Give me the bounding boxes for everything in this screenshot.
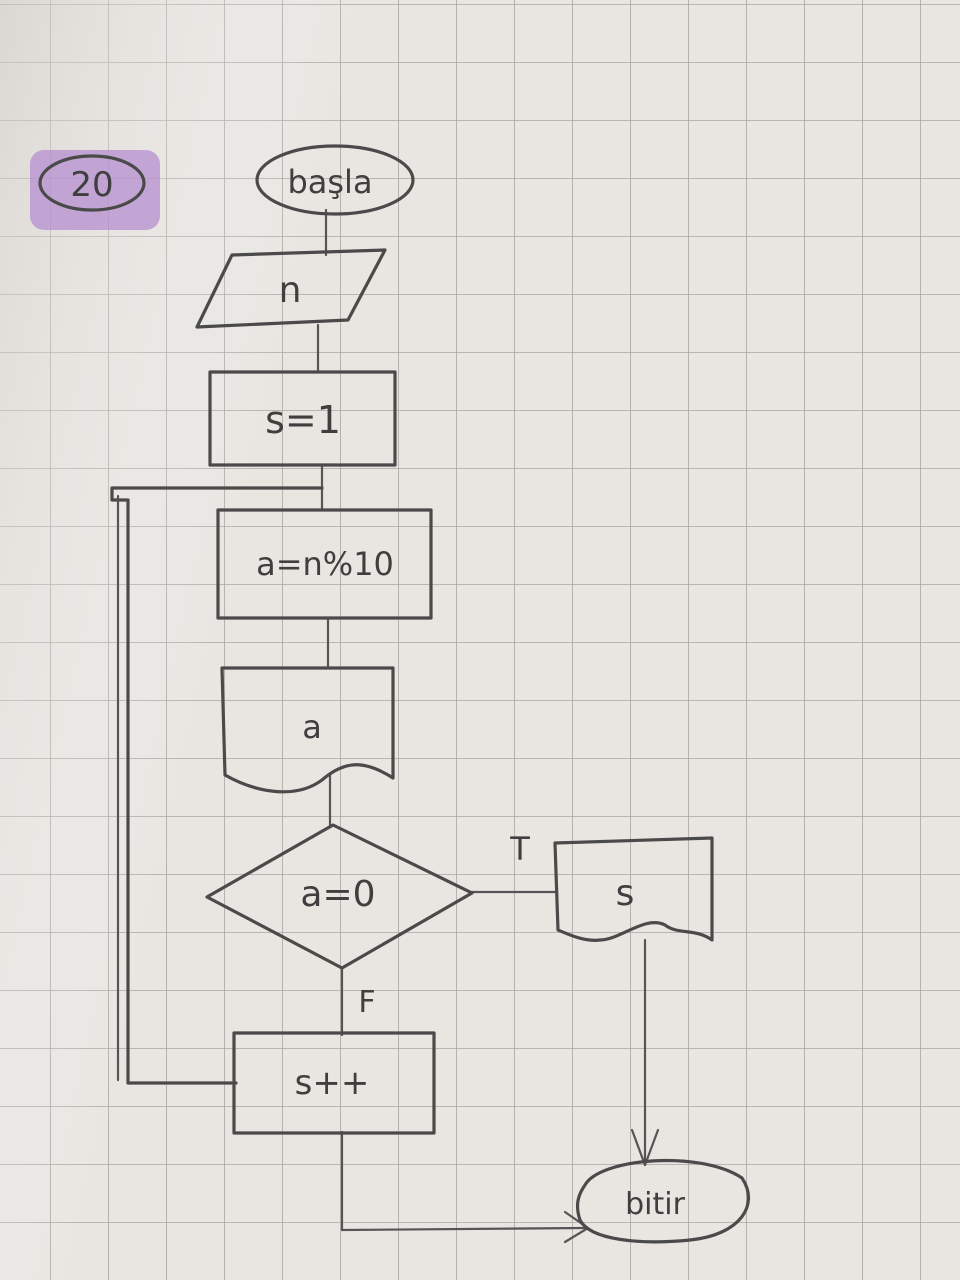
true-branch-label: T	[509, 830, 530, 868]
decision-label: a=0	[300, 874, 375, 915]
increment-label: s++	[295, 1063, 370, 1103]
init-label: s=1	[265, 398, 341, 442]
false-branch-label: F	[358, 985, 375, 1020]
start-node: başla	[255, 144, 415, 216]
loop-back-line	[110, 486, 324, 1085]
start-label: başla	[287, 163, 372, 201]
connector-increment-end	[340, 1130, 587, 1232]
compute-node: a=n%10	[216, 508, 433, 620]
output-a-node: a	[220, 666, 395, 794]
number-circle	[38, 154, 146, 212]
problem-number: 20	[70, 165, 113, 205]
output-s-label: s	[616, 873, 635, 914]
init-node: s=1	[208, 370, 397, 467]
arrowhead-down-icon	[630, 1128, 660, 1167]
end-label: bitir	[625, 1187, 685, 1222]
output-s-node: s	[553, 836, 714, 942]
increment-node: s++	[232, 1031, 436, 1135]
compute-label: a=n%10	[256, 545, 394, 583]
output-a-label: a	[302, 708, 322, 746]
end-node: bitir	[575, 1158, 751, 1244]
highlighter-mark	[30, 150, 160, 230]
input-label: n	[279, 270, 302, 311]
decision-node: a=0	[205, 823, 474, 970]
problem-number-badge: 20	[30, 150, 160, 230]
input-node: n	[195, 248, 387, 329]
